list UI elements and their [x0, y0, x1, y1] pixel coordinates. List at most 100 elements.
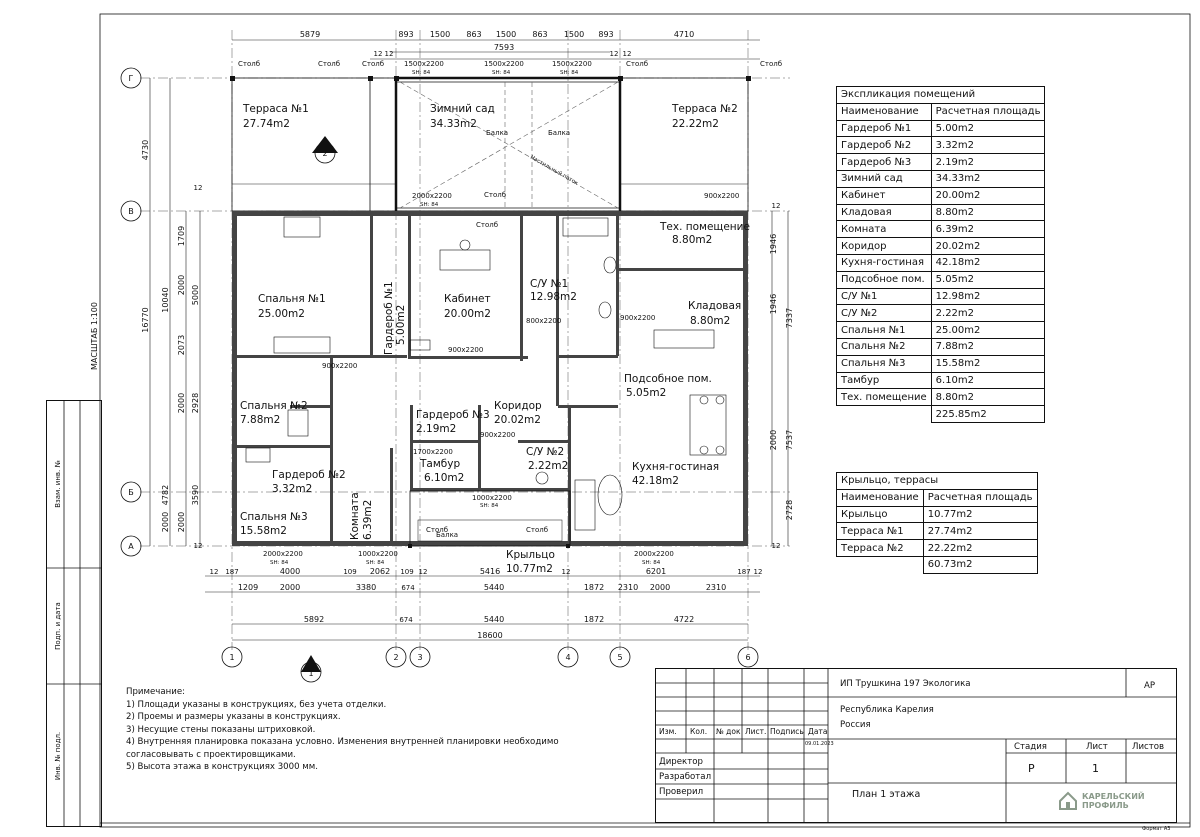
svg-text:Столб: Столб	[626, 60, 648, 68]
room-terrace-2: Терраса №2	[671, 103, 738, 115]
svg-text:12: 12	[772, 542, 781, 550]
room-wardrobe-2: Гардероб №2	[272, 469, 346, 481]
svg-text:SH: 84: SH: 84	[270, 560, 289, 566]
room-bedroom-3: Спальня №3	[240, 511, 308, 523]
sheet-value: 1	[1092, 762, 1099, 775]
svg-text:7.88m2: 7.88m2	[240, 414, 280, 426]
svg-text:2000: 2000	[177, 275, 186, 295]
sheet-frame	[99, 13, 1191, 828]
svg-text:25.00m2: 25.00m2	[258, 308, 305, 320]
svg-text:18600: 18600	[477, 631, 502, 640]
svg-text:Столб: Столб	[760, 60, 782, 68]
axis-label-A: А	[128, 542, 134, 551]
axis-label-6: 6	[745, 653, 750, 662]
axis-label-3: 3	[417, 653, 422, 662]
svg-text:893: 893	[598, 30, 613, 39]
svg-text:900x2200: 900x2200	[448, 346, 483, 354]
svg-text:5000: 5000	[191, 285, 200, 305]
svg-text:1500: 1500	[564, 30, 584, 39]
sheet-title: План 1 этажа	[852, 789, 921, 800]
room-utility: Подсобное пом.	[624, 373, 712, 385]
svg-text:5440: 5440	[484, 583, 504, 592]
section-mark-1: 1	[300, 655, 322, 683]
svg-text:12: 12	[374, 50, 383, 58]
svg-text:3380: 3380	[356, 583, 376, 592]
left-dimensions: 4730 16770 10040 4782 2000 1709 2000 500…	[141, 78, 202, 550]
svg-text:187: 187	[225, 568, 238, 576]
room-wardrobe-1: Гардероб №1	[383, 281, 395, 355]
svg-text:SH: 84: SH: 84	[420, 202, 439, 208]
svg-text:1946: 1946	[769, 234, 778, 254]
notes-title: Примечание:	[126, 687, 186, 697]
svg-text:6.39m2: 6.39m2	[362, 500, 374, 540]
svg-text:1500x2200: 1500x2200	[552, 60, 592, 68]
svg-text:8.80m2: 8.80m2	[690, 315, 730, 327]
svg-text:2928: 2928	[191, 393, 200, 413]
side-stamp-vzam: Взам. инв. №	[54, 460, 62, 508]
svg-text:2000x2200: 2000x2200	[412, 192, 452, 200]
svg-text:1500: 1500	[496, 30, 516, 39]
room-office: Кабинет	[444, 293, 491, 305]
room-vestibule: Тамбур	[419, 458, 460, 470]
svg-text:1000x2200: 1000x2200	[472, 494, 512, 502]
svg-text:Столб: Столб	[476, 221, 498, 229]
title-block: ИП Трушкина 197 Экологика АР Республика …	[655, 668, 1177, 823]
note-item: 5) Высота этажа в конструкциях 3000 мм.	[126, 762, 318, 772]
svg-text:863: 863	[466, 30, 481, 39]
side-stamp-inv: Инв. № подл.	[54, 732, 62, 780]
svg-text:900x2200: 900x2200	[704, 192, 739, 200]
house-logo-icon	[1059, 791, 1077, 810]
svg-text:900x2200: 900x2200	[322, 362, 357, 370]
svg-text:5416: 5416	[480, 567, 500, 576]
svg-text:Столб: Столб	[362, 60, 384, 68]
svg-text:22.22m2: 22.22m2	[672, 118, 719, 130]
country: Россия	[840, 720, 871, 730]
axis-label-2: 2	[393, 653, 398, 662]
svg-text:Столб: Столб	[426, 526, 448, 534]
svg-text:4710: 4710	[674, 30, 694, 39]
axis-rows: Г В Б А	[120, 67, 142, 557]
side-stamp-podp: Подп. и дата	[54, 602, 62, 650]
svg-text:800x2200: 800x2200	[526, 317, 561, 325]
svg-text:4722: 4722	[674, 615, 694, 624]
svg-text:2310: 2310	[706, 583, 726, 592]
svg-text:12: 12	[194, 542, 203, 550]
svg-text:2000: 2000	[280, 583, 300, 592]
svg-text:4782: 4782	[161, 485, 170, 505]
svg-text:12.98m2: 12.98m2	[530, 291, 577, 303]
svg-text:2000: 2000	[769, 430, 778, 450]
svg-text:Балка: Балка	[548, 129, 570, 137]
room-tech: Тех. помещение	[659, 221, 750, 233]
room-room: Комната	[349, 492, 361, 540]
svg-text:10.77m2: 10.77m2	[506, 563, 553, 575]
svg-text:2000x2200: 2000x2200	[634, 550, 674, 558]
axis-label-1: 1	[229, 653, 234, 662]
svg-text:674: 674	[401, 584, 415, 592]
svg-text:2728: 2728	[785, 500, 794, 520]
porch-outline	[408, 490, 571, 548]
logo-text-2: ПРОФИЛЬ	[1082, 801, 1129, 810]
svg-text:Столб: Столб	[318, 60, 340, 68]
svg-text:20.02m2: 20.02m2	[494, 414, 541, 426]
svg-text:2.22m2: 2.22m2	[528, 460, 568, 472]
room-bedroom-1: Спальня №1	[258, 293, 326, 305]
svg-text:2000: 2000	[177, 393, 186, 413]
svg-text:12: 12	[210, 568, 219, 576]
svg-text:2000: 2000	[177, 512, 186, 532]
svg-text:1500: 1500	[430, 30, 450, 39]
house-walls	[232, 211, 748, 546]
logo-text-1: КАРЕЛЬСКИЙ	[1082, 792, 1145, 801]
axis-label-4: 4	[565, 653, 570, 662]
